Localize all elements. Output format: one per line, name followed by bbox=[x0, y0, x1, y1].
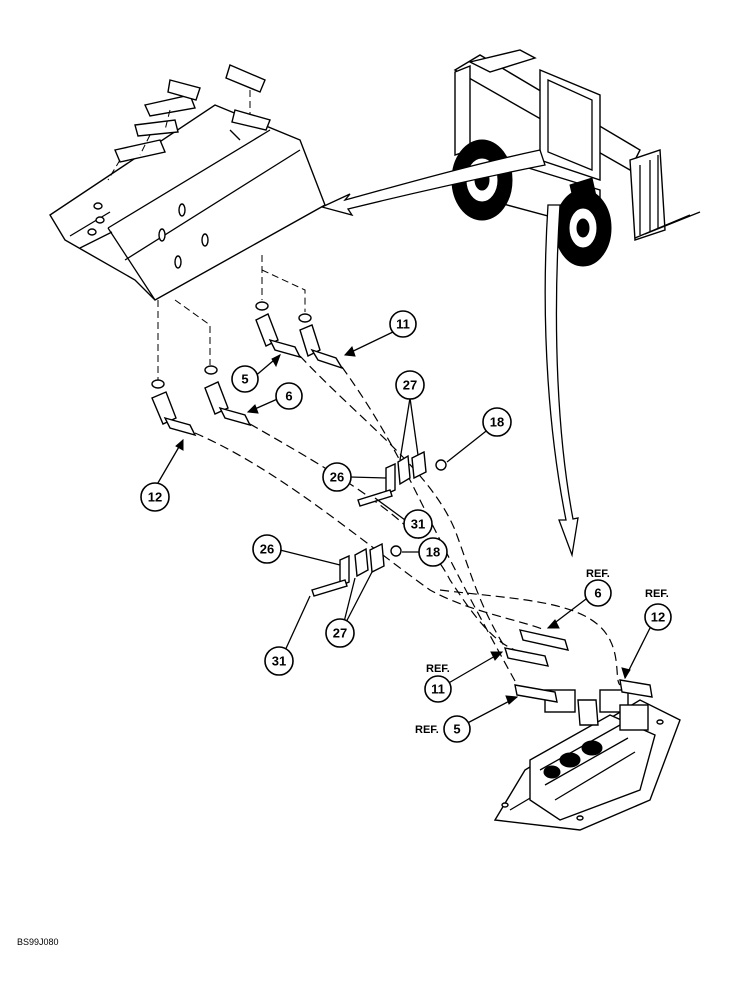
callout-31-upper-text: 31 bbox=[411, 517, 425, 532]
callout-11-ref-text: 11 bbox=[431, 682, 445, 697]
telehandler-illustration bbox=[320, 49, 701, 558]
ref-label-6: REF. bbox=[586, 568, 610, 580]
ref-label-5: REF. bbox=[415, 724, 439, 736]
callout-12-ref-text: 12 bbox=[651, 610, 665, 625]
callout-6-ref: 6 bbox=[584, 579, 612, 607]
callout-27-upper-text: 27 bbox=[403, 378, 417, 393]
ref-label-11: REF. bbox=[426, 663, 450, 675]
callout-31-upper: 31 bbox=[403, 509, 433, 539]
callout-18-lower: 18 bbox=[418, 537, 448, 567]
leader-lines bbox=[154, 330, 655, 729]
callout-18-upper: 18 bbox=[482, 407, 512, 437]
figure-id: BS99J080 bbox=[17, 937, 59, 947]
callout-12-left: 12 bbox=[140, 482, 170, 512]
callout-26-lower: 26 bbox=[252, 534, 282, 564]
callout-11-ref: 11 bbox=[424, 675, 452, 703]
callout-31-lower: 31 bbox=[264, 646, 294, 676]
callout-5-top: 5 bbox=[231, 365, 259, 393]
callout-6-top: 6 bbox=[275, 382, 303, 410]
callout-26-upper: 26 bbox=[322, 462, 352, 492]
callout-11-top-text: 11 bbox=[396, 317, 410, 332]
callout-6-ref-text: 6 bbox=[594, 586, 601, 601]
control-valve bbox=[493, 629, 681, 831]
hose-assembly bbox=[151, 255, 621, 691]
callout-27-lower: 27 bbox=[325, 618, 355, 648]
callout-31-lower-text: 31 bbox=[272, 654, 286, 669]
callout-26-upper-text: 26 bbox=[330, 470, 344, 485]
callout-5-ref-text: 5 bbox=[453, 722, 460, 737]
callout-11-top: 11 bbox=[389, 310, 417, 338]
callout-18-upper-text: 18 bbox=[490, 415, 504, 430]
callout-18-lower-text: 18 bbox=[426, 545, 440, 560]
callout-12-left-text: 12 bbox=[148, 490, 162, 505]
callout-27-upper: 27 bbox=[395, 370, 425, 400]
ref-label-12: REF. bbox=[645, 588, 669, 600]
callout-27-lower-text: 27 bbox=[333, 626, 347, 641]
callout-26-lower-text: 26 bbox=[260, 542, 274, 557]
control-panel bbox=[49, 64, 326, 301]
callout-5-top-text: 5 bbox=[241, 372, 248, 387]
callout-5-ref: 5 bbox=[443, 715, 471, 743]
callout-12-ref: 12 bbox=[644, 603, 672, 631]
callout-6-top-text: 6 bbox=[285, 389, 292, 404]
